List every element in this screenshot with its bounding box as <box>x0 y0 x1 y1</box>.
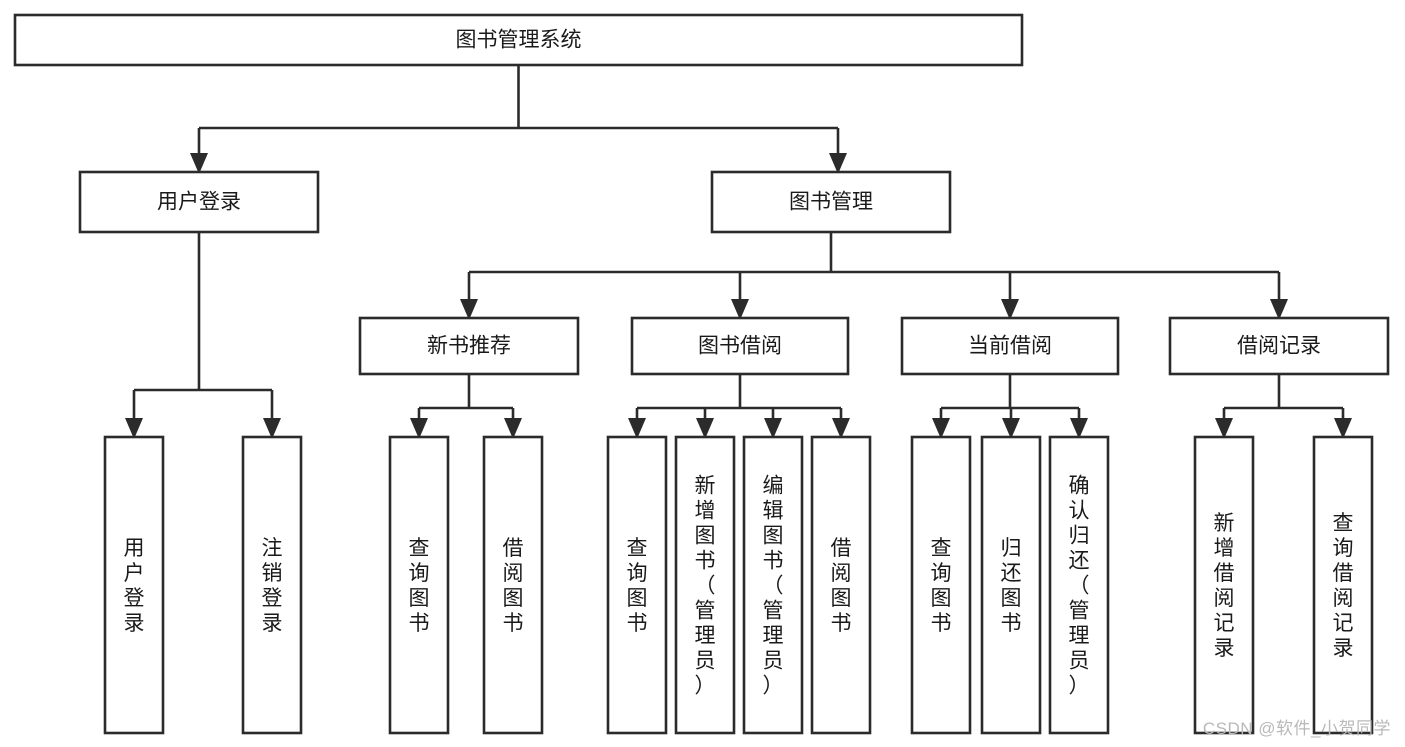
node-leaf-borrow-book-2[interactable]: 借阅图书 <box>810 435 872 735</box>
node-leaf-query-record[interactable]: 查询借阅记录 <box>1312 435 1374 735</box>
node-book-borrow-label: 图书借阅 <box>698 335 782 358</box>
connector-borrowrecord-to-leaves <box>1215 374 1352 439</box>
node-leaf-confirm-return-label: 确认归还（管理员） <box>1069 475 1090 698</box>
node-borrow-record[interactable]: 借阅记录 <box>1168 316 1390 376</box>
node-leaf-query-book-2[interactable]: 查询图书 <box>606 435 668 735</box>
node-leaf-query-book-2-label: 查询图书 <box>627 537 648 635</box>
csdn-watermark: CSDN @软件_小贺同学 <box>1202 719 1391 738</box>
node-leaf-borrow-book-1-label: 借阅图书 <box>503 537 524 635</box>
node-leaf-query-book-1[interactable]: 查询图书 <box>388 435 450 735</box>
node-book-manage-label: 图书管理 <box>789 191 873 214</box>
node-leaf-borrow-book-2-label: 借阅图书 <box>831 537 852 635</box>
node-leaf-borrow-book-1[interactable]: 借阅图书 <box>482 435 544 735</box>
node-leaf-add-book-label: 新增图书（管理员） <box>695 475 716 698</box>
node-leaf-query-book-1-label: 查询图书 <box>409 537 430 635</box>
node-root-label: 图书管理系统 <box>456 29 582 52</box>
node-leaf-query-book-3-label: 查询图书 <box>931 537 952 635</box>
node-leaf-query-book-3[interactable]: 查询图书 <box>910 435 972 735</box>
node-leaf-user-login[interactable]: 用户登录 <box>103 435 165 735</box>
node-leaf-logout-label: 注销登录 <box>262 537 283 635</box>
node-leaf-return-book-label: 归还图书 <box>1001 537 1022 635</box>
node-leaf-confirm-return[interactable]: 确认归还（管理员） <box>1048 435 1110 735</box>
node-user-login[interactable]: 用户登录 <box>78 170 320 234</box>
node-root[interactable]: 图书管理系统 <box>13 13 1024 67</box>
node-borrow-record-label: 借阅记录 <box>1237 335 1321 358</box>
connector-bookborrow-to-leaves <box>628 374 850 439</box>
node-current-borrow[interactable]: 当前借阅 <box>900 316 1120 376</box>
connector-bookmanage-to-level3 <box>460 232 1288 320</box>
connector-newbookrec-to-leaves <box>410 374 522 439</box>
node-new-book-rec-label: 新书推荐 <box>427 335 511 358</box>
node-leaf-query-record-label: 查询借阅记录 <box>1333 512 1354 660</box>
node-leaf-add-record-label: 新增借阅记录 <box>1214 512 1235 660</box>
connector-userlogin-to-leaves <box>125 232 281 439</box>
node-leaf-edit-book[interactable]: 编辑图书（管理员） <box>742 435 804 735</box>
node-leaf-logout[interactable]: 注销登录 <box>241 435 303 735</box>
connector-root-to-level2 <box>190 65 847 174</box>
node-book-manage[interactable]: 图书管理 <box>710 170 952 234</box>
connector-currentborrow-to-leaves <box>932 374 1088 439</box>
node-leaf-add-book[interactable]: 新增图书（管理员） <box>674 435 736 735</box>
node-current-borrow-label: 当前借阅 <box>968 335 1052 358</box>
node-leaf-user-login-label: 用户登录 <box>124 537 145 635</box>
node-leaf-return-book[interactable]: 归还图书 <box>980 435 1042 735</box>
node-leaf-edit-book-label: 编辑图书（管理员） <box>763 475 784 698</box>
node-new-book-rec[interactable]: 新书推荐 <box>358 316 580 376</box>
node-leaf-add-record[interactable]: 新增借阅记录 <box>1193 435 1255 735</box>
node-user-login-label: 用户登录 <box>157 191 241 214</box>
node-book-borrow[interactable]: 图书借阅 <box>630 316 850 376</box>
